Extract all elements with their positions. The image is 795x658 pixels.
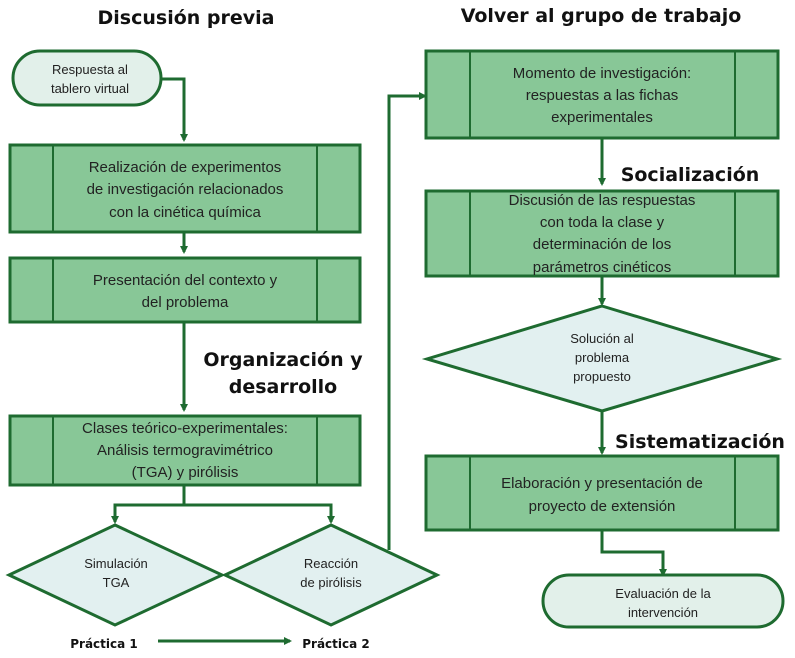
heading-volver-grupo: Volver al grupo de trabajo (461, 5, 742, 27)
process-discusion: Discusión de las respuestas con toda la … (424, 189, 780, 278)
connectors (111, 77, 667, 645)
label-practica-2: Práctica 2 (302, 637, 370, 651)
evaluacion-line-2: intervención (628, 605, 698, 620)
simulacion-line-2: TGA (103, 575, 130, 590)
discusion-line-1: Discusión de las respuestas (509, 192, 696, 209)
solucion-line-1: Solución al (570, 331, 634, 346)
momento-line-3: experimentales (551, 109, 653, 126)
decision-simulacion: Simulación TGA (5, 523, 226, 627)
connector-respuesta-realizacion (158, 77, 188, 142)
heading-socializacion: Socialización (621, 164, 760, 186)
presentacion-line-1: Presentación del contexto y (93, 272, 278, 289)
realizacion-line-3: con la cinética química (109, 204, 261, 221)
elaboracion-line-2: proyecto de extensión (529, 498, 676, 515)
process-elaboracion: Elaboración y presentación de proyecto d… (424, 454, 780, 532)
reaccion-line-2: de pirólisis (300, 575, 362, 590)
elaboracion-line-1: Elaboración y presentación de (501, 475, 703, 492)
clases-line-3: (TGA) y pirólisis (132, 464, 239, 481)
decision-solucion: Solución al problema propuesto (421, 304, 783, 413)
decision-reaccion: Reacción de pirólisis (221, 523, 441, 627)
process-momento: Momento de investigación: respuestas a l… (424, 49, 780, 140)
process-clases: Clases teórico-experimentales: Análisis … (8, 414, 362, 487)
label-practica-1: Práctica 1 (70, 637, 138, 651)
process-presentacion: Presentación del contexto y del problema (8, 256, 362, 324)
discusion-line-4: parámetros cinéticos (533, 259, 671, 276)
discusion-line-2: con toda la clase y (540, 214, 665, 231)
connector-reaccion-momento (387, 92, 427, 550)
heading-sistematizacion: Sistematización (615, 431, 785, 453)
terminal-respuesta-tablero: Respuesta al tablero virtual (11, 49, 163, 107)
terminal-evaluacion: Evaluación de la intervención (541, 573, 785, 629)
solucion-line-3: propuesto (573, 369, 631, 384)
solucion-line-2: problema (575, 350, 630, 365)
realizacion-line-1: Realización de experimentos (89, 159, 282, 176)
respuesta-line-2: tablero virtual (51, 81, 129, 96)
evaluacion-line-1: Evaluación de la (615, 586, 711, 601)
heading-organizacion-1: Organización y (203, 349, 363, 371)
connector-elaboracion-evaluacion (600, 530, 667, 577)
heading-organizacion-2: desarrollo (229, 376, 338, 398)
connector-clases-reaccion (184, 503, 335, 524)
clases-line-1: Clases teórico-experimentales: (82, 420, 288, 437)
simulacion-line-1: Simulación (84, 556, 148, 571)
connector-clases-simulacion (111, 485, 186, 524)
heading-discusion-previa: Discusión previa (98, 7, 275, 29)
clases-line-2: Análisis termogravimétrico (97, 442, 273, 459)
presentacion-line-2: del problema (142, 294, 229, 311)
reaccion-line-1: Reacción (304, 556, 358, 571)
discusion-line-3: determinación de los (533, 236, 671, 253)
respuesta-line-1: Respuesta al (52, 62, 128, 77)
process-realizacion: Realización de experimentos de investiga… (8, 143, 362, 234)
realizacion-line-2: de investigación relacionados (87, 181, 284, 198)
momento-line-1: Momento de investigación: (513, 65, 691, 82)
momento-line-2: respuestas a las fichas (526, 87, 679, 104)
